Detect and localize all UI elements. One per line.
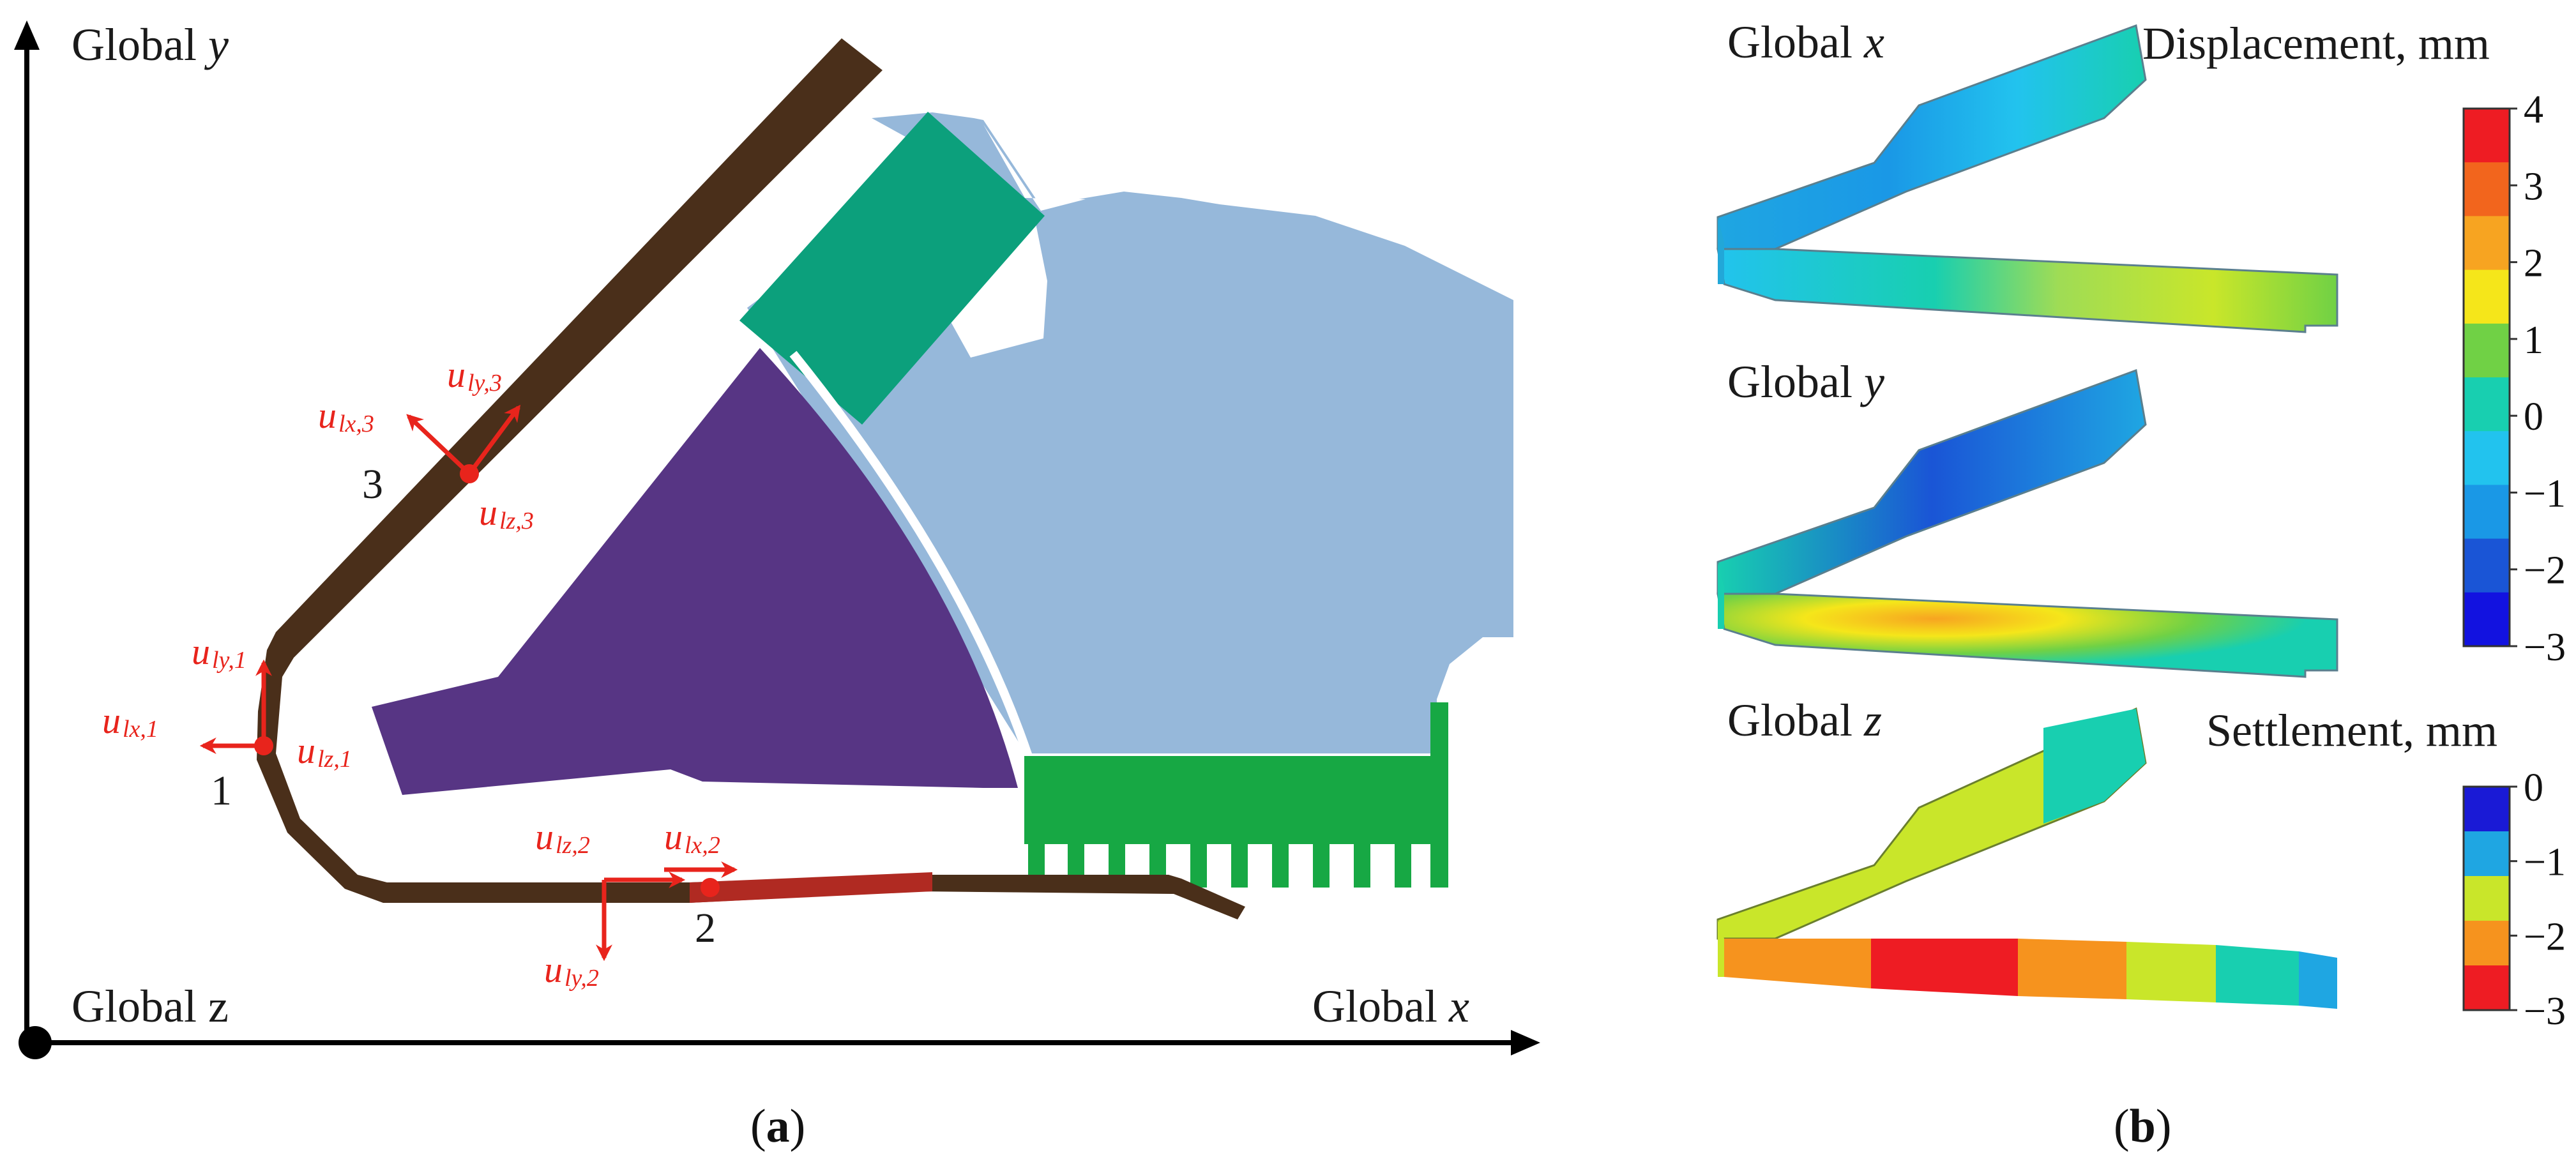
panel-b: Global x Global y Global z Di [1716, 17, 2566, 1153]
colorbar-band [2464, 216, 2510, 271]
caption-b: (b) [2114, 1100, 2171, 1153]
view-x-label: Global x [1727, 17, 1884, 68]
z-axis-origin-dot [19, 1026, 52, 1059]
teal-block [739, 112, 1045, 425]
model-z-seg4 [2126, 942, 2216, 1002]
panel-a: Global y Global x Global z [14, 19, 1540, 1153]
tick-label: 3 [2524, 165, 2543, 208]
displacement-colorbar [2462, 107, 2511, 647]
colorbar-frame [2462, 785, 2511, 1011]
model-z-seg1 [1718, 939, 1871, 988]
model-z-seg6 [2299, 951, 2337, 1009]
purple-sector [372, 348, 1018, 795]
model-y-bend [1718, 562, 1724, 629]
label-uly3: uly,3 [447, 354, 502, 397]
colorbar-band [2464, 377, 2510, 432]
fin-8 [1313, 844, 1330, 888]
tick-label: 2 [2524, 242, 2543, 285]
y-axis-arrowhead [14, 20, 40, 50]
label-ulx3: ulx,3 [318, 395, 374, 437]
colorbar-band [2464, 876, 2510, 921]
label-ulz1: ulz,1 [297, 730, 352, 773]
x-axis-arrowhead [1511, 1030, 1540, 1055]
settlement-colorbar [2462, 785, 2511, 1011]
model-z-seg5 [2216, 945, 2299, 1006]
fin-6 [1231, 844, 1248, 888]
displacement-legend-title: Displacement, mm [2142, 18, 2490, 69]
colorbar-band [2464, 162, 2510, 216]
model-x-lower [1716, 248, 2338, 333]
model-z-seg3 [2018, 939, 2126, 999]
fin-10 [1395, 844, 1411, 888]
caption-a: (a) [750, 1100, 805, 1153]
displacement-ticks: 4 3 2 1 0 −1 −2 −3 [2510, 88, 2566, 669]
point-3-label: 3 [362, 461, 383, 508]
z-axis-label: Global z [72, 981, 229, 1032]
pipe-main [257, 38, 883, 903]
colorbar-band [2464, 831, 2510, 877]
colorbar-band [2464, 538, 2510, 593]
settlement-legend-title: Settlement, mm [2206, 705, 2497, 756]
model-global-x [1716, 24, 2338, 333]
arrow-ly-3 [467, 404, 521, 476]
colorbar-band [2464, 592, 2510, 647]
model-global-z [1716, 707, 2337, 1009]
colorbar-band [2464, 109, 2510, 163]
label-ulz2: ulz,2 [535, 816, 590, 859]
green-block [1024, 702, 1448, 888]
arc-gap [789, 351, 1033, 758]
view-y-label: Global y [1727, 356, 1884, 407]
fin-9 [1354, 844, 1370, 888]
model-x-bend [1718, 217, 1724, 284]
model-global-y [1716, 368, 2338, 678]
local-vectors [199, 404, 738, 962]
fin-7 [1272, 844, 1289, 888]
tick-label: −2 [2524, 549, 2566, 593]
colorbar-band [2464, 787, 2510, 832]
model-z-tip [2043, 709, 2146, 824]
view-z-label: Global z [1727, 695, 1882, 746]
label-uly2: uly,2 [544, 949, 599, 992]
colorbar-band [2464, 431, 2510, 485]
model-y-lower [1716, 593, 2338, 678]
colorbar-band [2464, 323, 2510, 378]
point-2-label: 2 [695, 905, 716, 951]
pipe-red-section [690, 872, 932, 903]
model-z-bend [1718, 919, 1724, 977]
label-uly1: uly,1 [192, 631, 246, 674]
tick-label: 4 [2524, 88, 2543, 132]
colorbar-band [2464, 269, 2510, 324]
tick-label: 0 [2524, 766, 2543, 810]
x-axis-label: Global x [1312, 981, 1469, 1032]
label-ulz3: ulz,3 [479, 492, 534, 534]
colorbar-band [2464, 485, 2510, 540]
fin-5 [1190, 844, 1207, 888]
tick-label: −3 [2524, 990, 2566, 1033]
arrow-lx-3 [406, 414, 471, 476]
point-2-marker [701, 878, 720, 897]
colorbar-frame [2462, 107, 2511, 647]
colorbar-band [2464, 965, 2510, 1011]
model-z-seg2 [1871, 939, 2018, 996]
tick-label: −1 [2524, 472, 2566, 515]
tick-label: −1 [2524, 841, 2566, 884]
tick-label: 1 [2524, 319, 2543, 362]
label-ulx1: ulx,1 [102, 700, 158, 743]
tick-label: 0 [2524, 395, 2543, 439]
colorbar-band [2464, 921, 2510, 966]
y-axis-label: Global y [72, 19, 229, 70]
point-1-label: 1 [211, 767, 232, 814]
tick-label: −2 [2524, 915, 2566, 958]
tick-label: −3 [2524, 626, 2566, 669]
settlement-ticks: 0 −1 −2 −3 [2510, 766, 2566, 1033]
label-ulx2: ulx,2 [664, 816, 720, 859]
